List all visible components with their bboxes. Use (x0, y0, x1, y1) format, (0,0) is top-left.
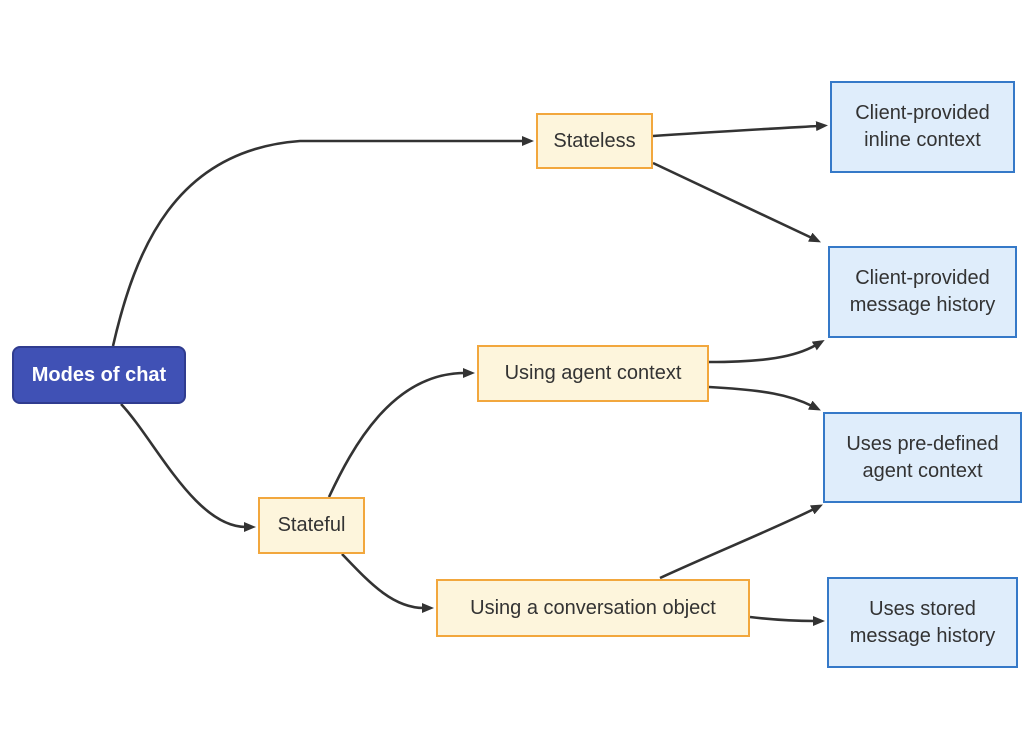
node-stateless: Stateless (536, 113, 653, 169)
node-uses-pre-defined-agent-context: Uses pre-defined agent context (823, 412, 1022, 503)
edge-stateful-to-agent-context (327, 368, 475, 498)
node-using-a-conversation-object: Using a conversation object (436, 579, 750, 637)
node-uses-stored-message-history: Uses stored message history (827, 577, 1018, 668)
node-using-agent-context: Using agent context (477, 345, 709, 402)
edge-stateless-to-inline-context (652, 121, 828, 138)
node-client-provided-message-history: Client-provided message history (828, 246, 1017, 338)
edge-conversation-to-stored-history (749, 615, 825, 626)
edge-root-to-stateless (111, 136, 534, 347)
edge-root-to-stateful (120, 403, 256, 532)
node-client-provided-inline-context: Client-provided inline context (830, 81, 1015, 173)
edge-agent-context-to-predefined (708, 385, 821, 411)
edge-conversation-to-predefined (659, 504, 823, 580)
node-modes-of-chat: Modes of chat (12, 346, 186, 404)
edge-stateless-to-message-history (652, 161, 822, 243)
edge-stateful-to-conversation (341, 553, 434, 613)
node-stateful: Stateful (258, 497, 365, 554)
edge-agent-context-to-message-history (708, 340, 825, 364)
